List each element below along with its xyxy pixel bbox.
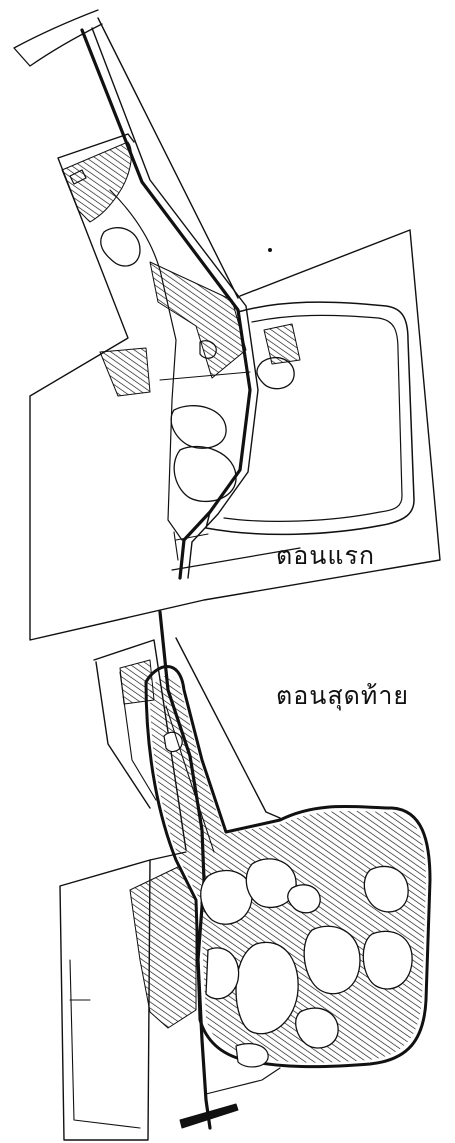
clearing bbox=[170, 405, 227, 449]
clearing bbox=[362, 930, 413, 990]
clearing bbox=[163, 731, 183, 753]
clearing bbox=[256, 357, 295, 390]
loop-road bbox=[205, 301, 415, 536]
right-block-outline bbox=[175, 637, 281, 819]
top-border-strokes bbox=[13, 9, 103, 67]
clearing bbox=[287, 884, 321, 914]
hatched-area bbox=[129, 865, 197, 1029]
site-outline-left bbox=[29, 133, 441, 641]
hatched-area bbox=[263, 323, 301, 365]
clearing bbox=[100, 227, 141, 267]
final-phase-label: ตอนสุดท้าย bbox=[276, 681, 409, 710]
clearing bbox=[205, 947, 240, 1000]
path bbox=[119, 671, 215, 853]
road-end-strip bbox=[179, 1103, 239, 1129]
hatched-area bbox=[119, 659, 155, 705]
clearing bbox=[295, 1007, 339, 1049]
clearing bbox=[245, 858, 297, 909]
clearing bbox=[363, 865, 409, 913]
clearing bbox=[235, 1043, 269, 1068]
hatched-area bbox=[149, 261, 247, 379]
site-outline-lower bbox=[59, 859, 151, 1141]
clearing bbox=[199, 340, 217, 359]
plan-first-phase bbox=[13, 9, 441, 641]
path bbox=[69, 959, 141, 1129]
hatched-area bbox=[99, 347, 151, 397]
clearing bbox=[200, 869, 253, 925]
path bbox=[109, 189, 183, 541]
main-road bbox=[80, 28, 252, 580]
first-phase-label: ตอนแรก bbox=[276, 541, 376, 570]
dot-mark bbox=[268, 248, 272, 252]
path bbox=[69, 169, 87, 185]
right-block-outline bbox=[97, 17, 239, 299]
plan-final-phase bbox=[59, 610, 432, 1141]
clearing bbox=[303, 925, 361, 995]
hatched-area bbox=[61, 141, 132, 223]
path bbox=[205, 1067, 281, 1095]
path bbox=[159, 371, 251, 561]
clearing bbox=[173, 445, 237, 502]
